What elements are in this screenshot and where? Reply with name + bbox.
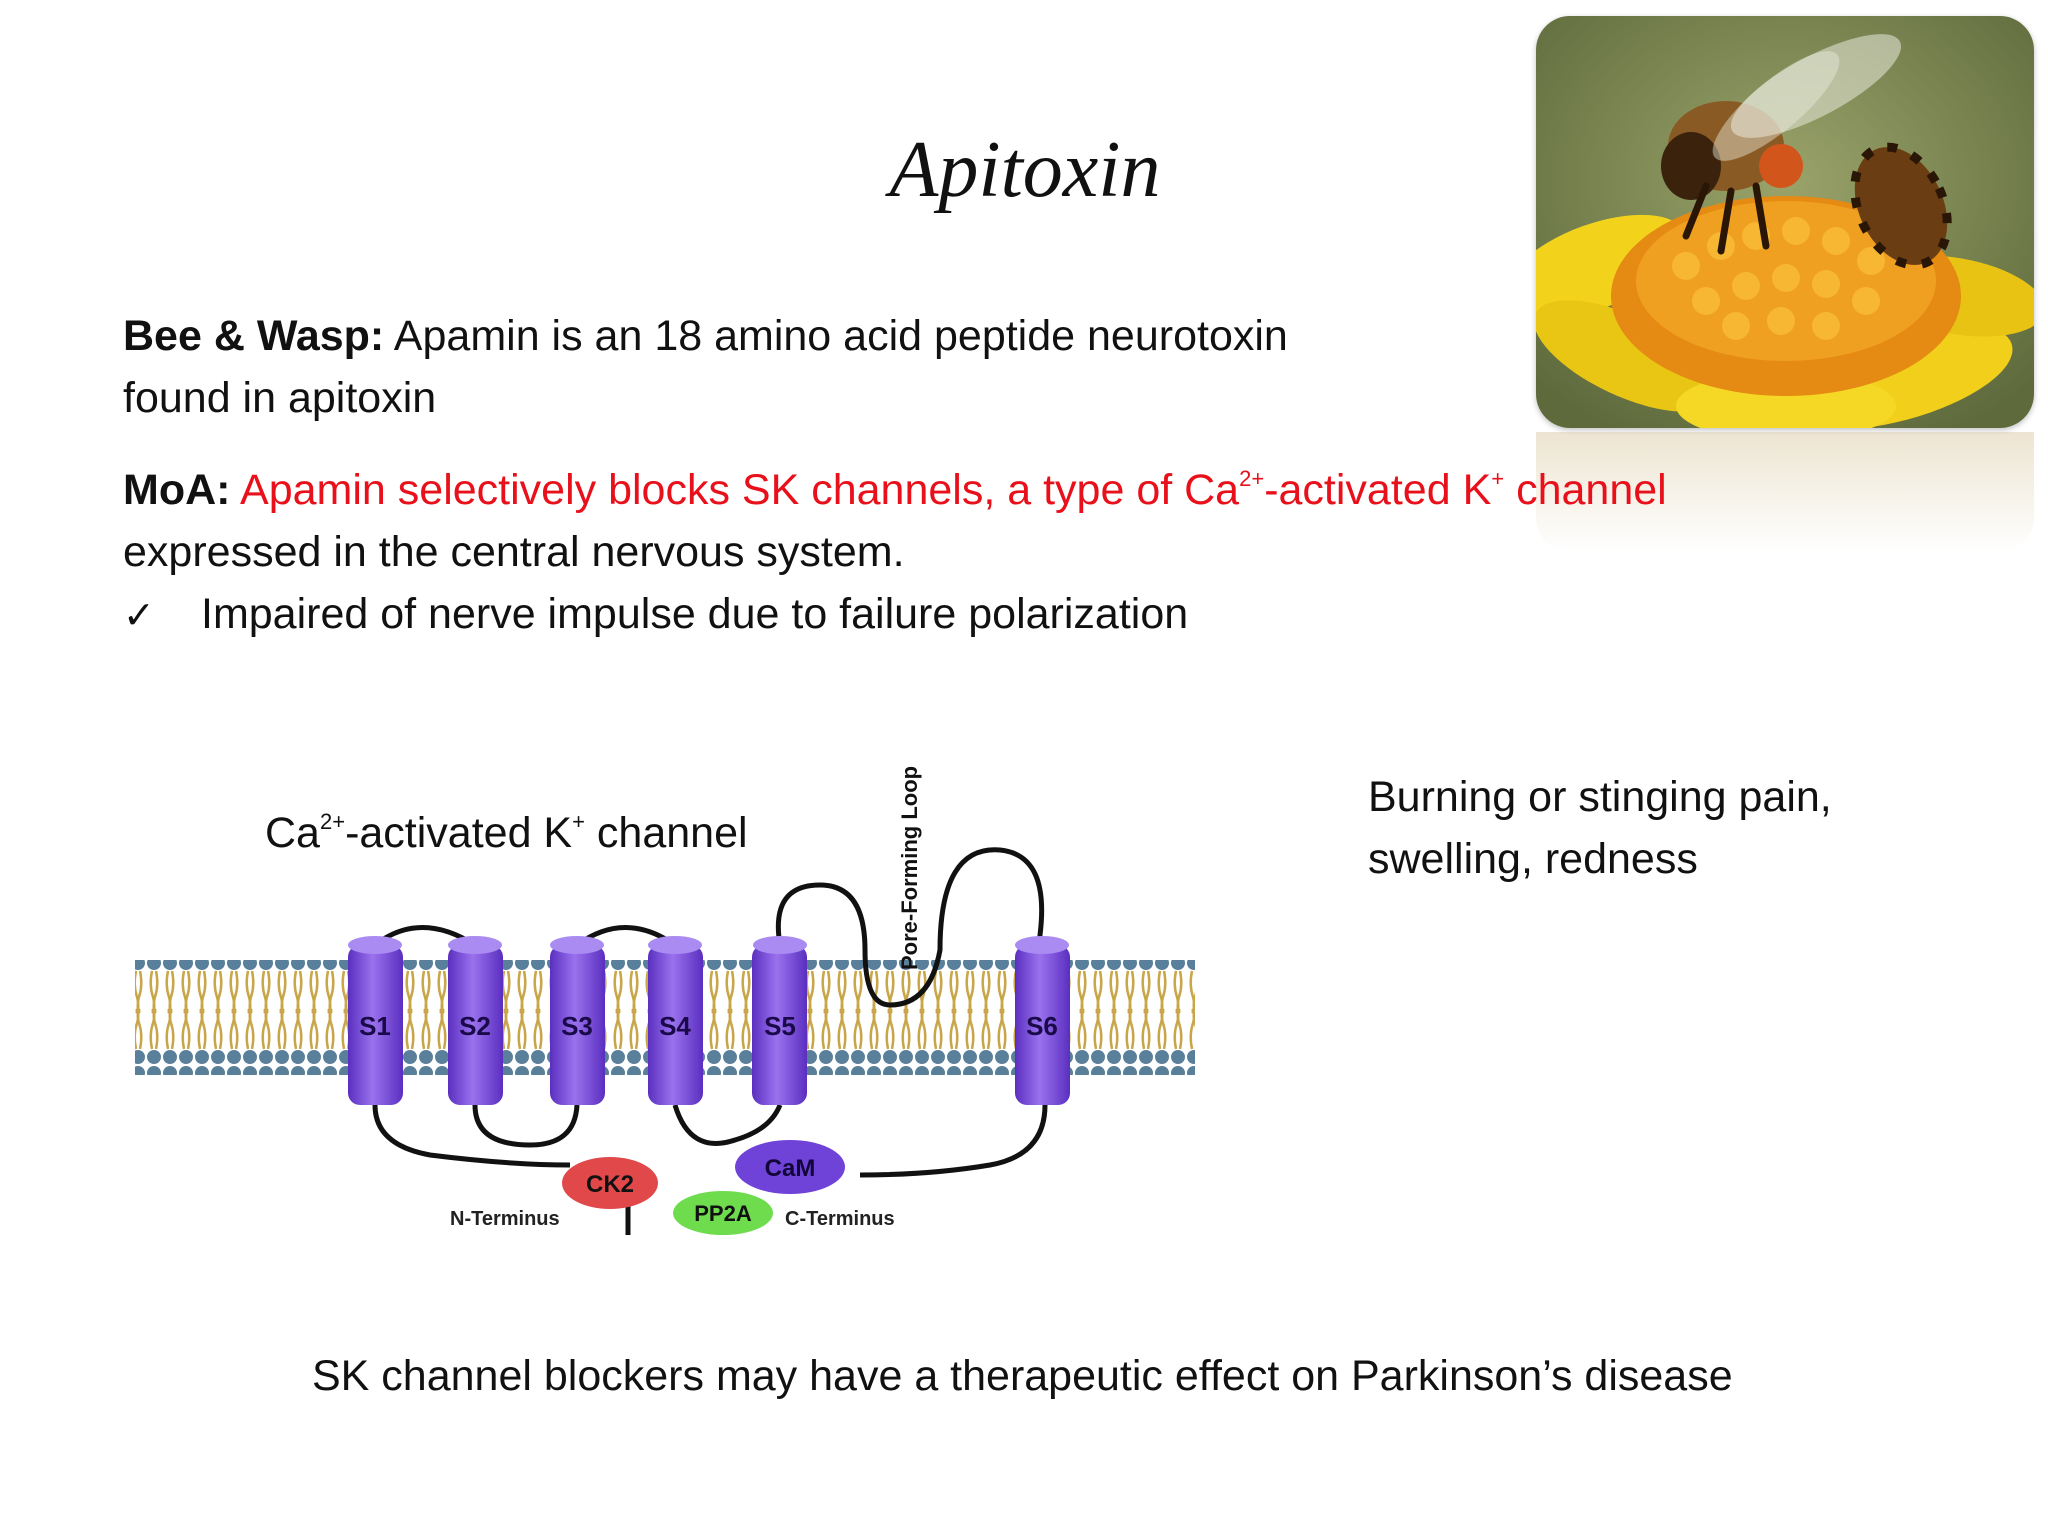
helix-label-s5: S5 xyxy=(764,1011,796,1041)
diagram-label-part-2: -activated K xyxy=(345,809,573,857)
moa-line-1: MoA: Apamin selectively blocks SK channe… xyxy=(123,459,1667,521)
cam-label: CaM xyxy=(765,1155,816,1182)
ck2-label: CK2 xyxy=(586,1171,634,1198)
helix-group: S1 S2 S3 S4 S5 xyxy=(348,936,1070,1105)
bullet-text: Impaired of nerve impulse due to failure… xyxy=(201,590,1189,638)
moa-line-2: expressed in the central nervous system. xyxy=(123,528,905,576)
diagram-label-part-3: channel xyxy=(584,809,748,857)
moa-sup-1: 2+ xyxy=(1239,466,1265,491)
c-terminus-label: C-Terminus xyxy=(785,1208,895,1230)
diagram-label-sup-1: 2+ xyxy=(319,809,346,834)
moa-red-text-3: channel xyxy=(1504,466,1667,514)
helix-s6: S6 xyxy=(1015,936,1070,1105)
helix-label-s4: S4 xyxy=(659,1011,691,1041)
moa-label: MoA: xyxy=(123,466,231,514)
helix-label-s1: S1 xyxy=(359,1011,391,1041)
bee-photo xyxy=(1536,16,2034,428)
footer-note: SK channel blockers may have a therapeut… xyxy=(312,1352,1733,1400)
checkmark-icon: ✓ xyxy=(123,593,155,637)
ck2-blob xyxy=(562,1157,658,1209)
pp2a-label: PP2A xyxy=(694,1201,752,1226)
symptoms-note: Burning or stinging pain, swelling, redn… xyxy=(1368,766,1928,890)
sk-channel-diagram: S1 S2 S3 S4 S5 xyxy=(135,766,1195,1235)
n-terminus-label: N-Terminus xyxy=(450,1208,560,1230)
diagram-label: Ca2+-activated K+ channel xyxy=(265,802,748,864)
helix-label-s3: S3 xyxy=(561,1011,593,1041)
diagram-label-part-1: Ca xyxy=(265,809,320,857)
bullet-item: ✓ Impaired of nerve impulse due to failur… xyxy=(123,583,1188,646)
helix-label-s2: S2 xyxy=(459,1011,491,1041)
intro-line-1: Bee & Wasp: Apamin is an 18 amino acid p… xyxy=(123,305,1288,367)
helix-label-s6: S6 xyxy=(1026,1011,1058,1041)
helix-s2: S2 xyxy=(448,936,503,1105)
helix-s5: S5 xyxy=(752,936,807,1105)
moa-red-text-1: Apamin selectively blocks SK channels, a… xyxy=(230,466,1240,514)
intro-text: Apamin is an 18 amino acid peptide neuro… xyxy=(384,312,1288,360)
moa-red-text-2: -activated K xyxy=(1264,466,1492,514)
intro-line-2: found in apitoxin xyxy=(123,374,437,422)
symptoms-line-1: Burning or stinging pain, xyxy=(1368,773,1832,821)
intro-label: Bee & Wasp: xyxy=(123,312,385,360)
photo-reflection xyxy=(1536,432,2034,552)
slide-title: Apitoxin xyxy=(889,126,1161,214)
helix-s3: S3 xyxy=(550,936,605,1105)
bee-on-flower-image xyxy=(1536,16,2034,428)
cam-blob xyxy=(735,1140,845,1194)
diagram-label-sup-2: + xyxy=(572,809,585,834)
pp2a-blob xyxy=(673,1191,773,1235)
helix-s1: S1 xyxy=(348,936,403,1105)
pore-loop-label: Pore-Forming Loop xyxy=(897,766,922,970)
symptoms-line-2: swelling, redness xyxy=(1368,835,1698,883)
moa-sup-2: + xyxy=(1491,466,1505,491)
helix-s4: S4 xyxy=(648,936,703,1105)
